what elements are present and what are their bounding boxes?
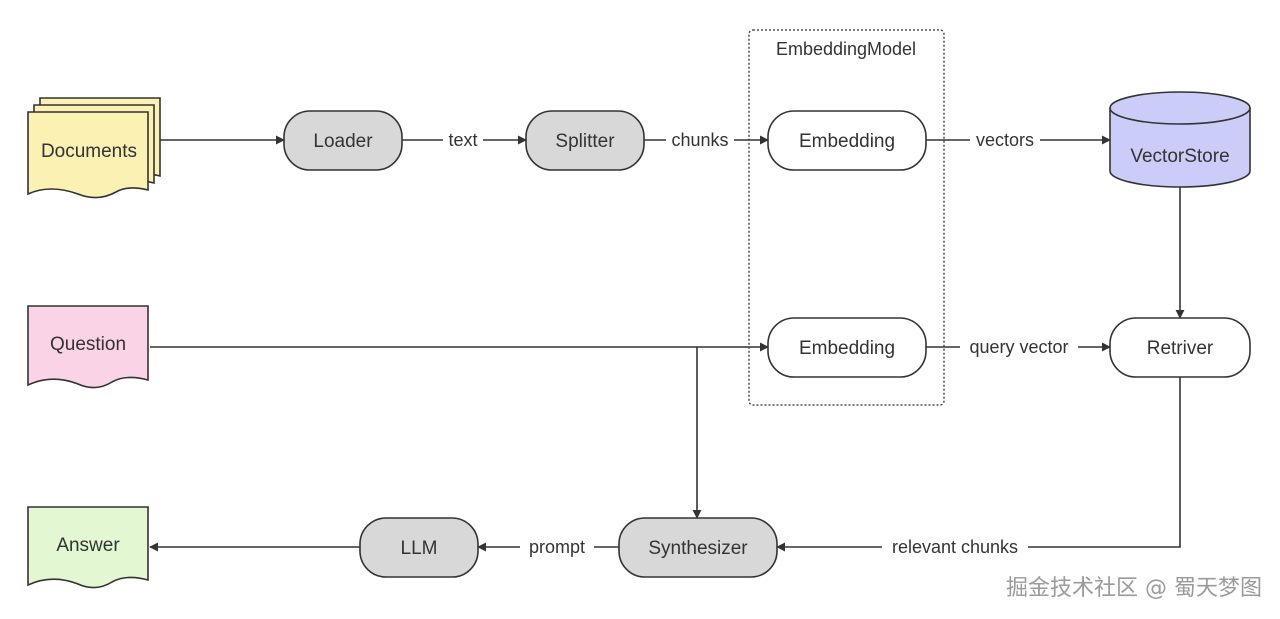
node-documents-label: Documents	[41, 141, 137, 162]
node-answer-label: Answer	[56, 535, 120, 556]
node-vectorstore: VectorStore	[1109, 91, 1251, 188]
node-question: Question	[27, 305, 149, 389]
embedding-model-label: EmbeddingModel	[776, 39, 916, 59]
node-retriver: Retriver	[1109, 317, 1251, 378]
edge-label-chunks: chunks	[671, 130, 728, 150]
node-splitter: Splitter	[525, 110, 645, 171]
edge-label-vectors: vectors	[976, 130, 1034, 150]
node-loader-label: Loader	[313, 131, 373, 152]
node-embedding-docs: Embedding	[767, 110, 927, 171]
edge-label-text: text	[448, 130, 477, 150]
node-embedding-docs-label: Embedding	[799, 131, 895, 152]
node-splitter-label: Splitter	[555, 131, 615, 152]
edge-embedding-vectorstore: vectors	[926, 128, 1111, 152]
node-llm-label: LLM	[401, 538, 438, 559]
node-retriver-label: Retriver	[1147, 338, 1214, 359]
edge-embedding-retriver: query vector	[926, 335, 1111, 359]
embedding-model-group: EmbeddingModel	[748, 29, 945, 406]
node-loader: Loader	[283, 110, 403, 171]
node-vectorstore-label: VectorStore	[1130, 146, 1229, 167]
node-synthesizer-label: Synthesizer	[648, 538, 748, 559]
node-documents: Documents	[27, 97, 161, 199]
node-question-label: Question	[50, 334, 126, 355]
node-synthesizer: Synthesizer	[618, 517, 778, 578]
node-embedding-query-label: Embedding	[799, 338, 895, 359]
edge-splitter-embedding: chunks	[644, 128, 769, 152]
node-llm: LLM	[359, 517, 479, 578]
watermark-text: 掘金技术社区 @ 蜀天梦图	[1006, 576, 1262, 601]
edge-synthesizer-llm: prompt	[477, 535, 619, 559]
edge-retriver-synthesizer: relevant chunks	[776, 377, 1181, 559]
edge-label-prompt: prompt	[529, 537, 585, 557]
node-answer: Answer	[27, 506, 149, 589]
edge-loader-splitter: text	[402, 128, 527, 152]
edge-label-query-vector: query vector	[969, 337, 1068, 357]
node-embedding-query: Embedding	[767, 317, 927, 378]
edge-label-relevant-chunks: relevant chunks	[892, 537, 1018, 557]
